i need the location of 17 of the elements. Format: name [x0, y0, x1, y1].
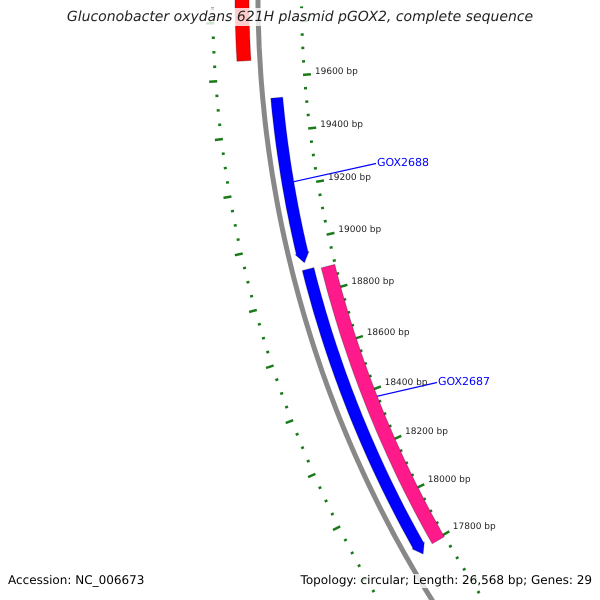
gene-label: GOX2688 [377, 157, 430, 170]
tick-label: 18600 bp [366, 328, 410, 338]
tick-label: 19000 bp [338, 225, 382, 236]
tick-label: 18400 bp [384, 378, 428, 388]
tick-label: 19600 bp [314, 67, 358, 78]
leader-line [294, 162, 376, 182]
tick-label: 18000 bp [428, 475, 471, 486]
tick-label: 18800 bp [351, 276, 394, 288]
gene-arrow [270, 96, 310, 264]
tick-label: 17800 bp [452, 522, 496, 533]
gene-label: GOX2687 [438, 376, 490, 389]
accession-text: Accession: NC_006673 [8, 574, 144, 588]
tick-label: 19200 bp [328, 172, 371, 184]
tick-label: 18200 bp [405, 427, 448, 438]
summary-text: Topology: circular; Length: 26,568 bp; Genes: 29 [300, 574, 592, 588]
tick-label: 19400 bp [320, 120, 364, 130]
leader-line [377, 382, 438, 397]
